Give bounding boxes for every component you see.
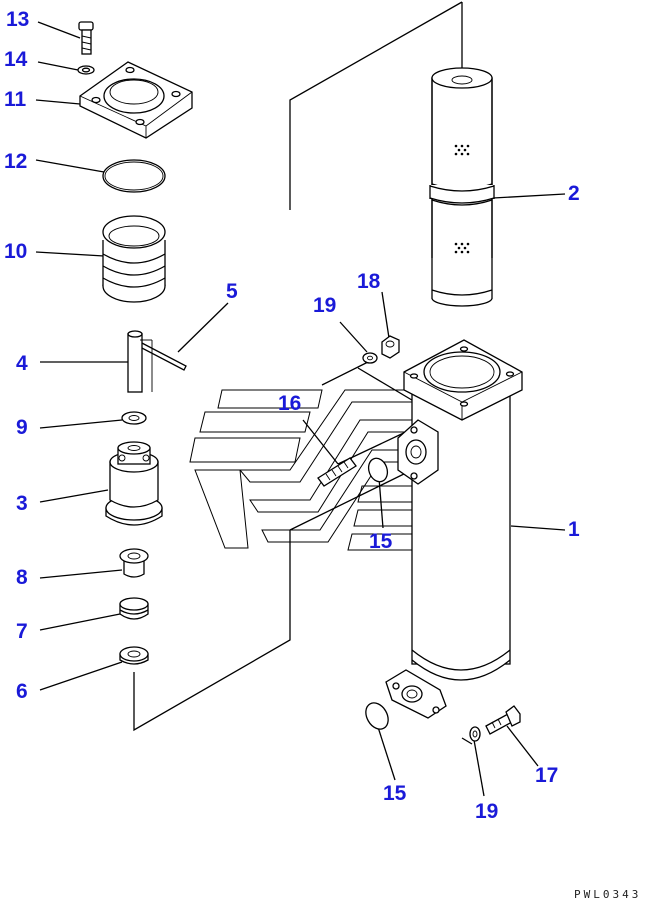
leader-lines [35,1,566,797]
pin-5 [137,341,187,371]
washer-19-top [362,352,378,364]
callout-7: 7 [16,620,28,643]
callout-18: 18 [357,270,381,293]
filter-element-2 [429,67,495,307]
stud-bolt-16 [317,457,357,487]
bolt-13 [78,21,94,55]
callout-17: 17 [535,764,558,787]
bolt-17 [485,705,521,735]
callout-labels: 13 14 11 12 10 5 4 9 3 8 7 6 2 18 19 16 … [4,8,580,823]
bushing-6 [119,646,149,665]
callout-8: 8 [16,566,28,589]
callout-6: 6 [16,680,28,703]
callout-11: 11 [4,88,27,111]
washer-19-bottom [469,726,481,742]
o-ring-15-bottom [365,702,389,730]
callout-12: 12 [4,150,27,173]
callout-16: 16 [278,392,301,415]
callout-1: 1 [568,518,580,541]
callout-15-top: 15 [369,530,393,553]
callout-10: 10 [4,240,27,263]
callout-15-bottom: 15 [383,782,407,805]
o-ring-12 [102,159,166,193]
filter-case-1 [385,339,523,719]
callout-19-bottom: 19 [475,800,498,823]
callout-5: 5 [226,280,238,303]
callout-3: 3 [16,492,28,515]
cover-plate-11 [79,61,193,139]
shaft-4 [127,330,153,393]
callout-19-top: 19 [313,294,336,317]
callout-14: 14 [4,48,28,71]
valve-body-3 [105,441,163,526]
seat-8 [119,548,149,578]
drawing-code: PWL0343 [574,888,641,901]
callout-4: 4 [16,352,28,375]
washer-14 [77,65,95,75]
nut-18 [381,335,400,359]
callout-2: 2 [568,182,580,205]
callout-13: 13 [6,8,29,31]
callout-9: 9 [16,416,28,439]
o-ring-15-top [367,457,389,483]
spring-10 [102,215,166,303]
washer-9 [121,411,147,425]
seal-7 [119,597,149,620]
